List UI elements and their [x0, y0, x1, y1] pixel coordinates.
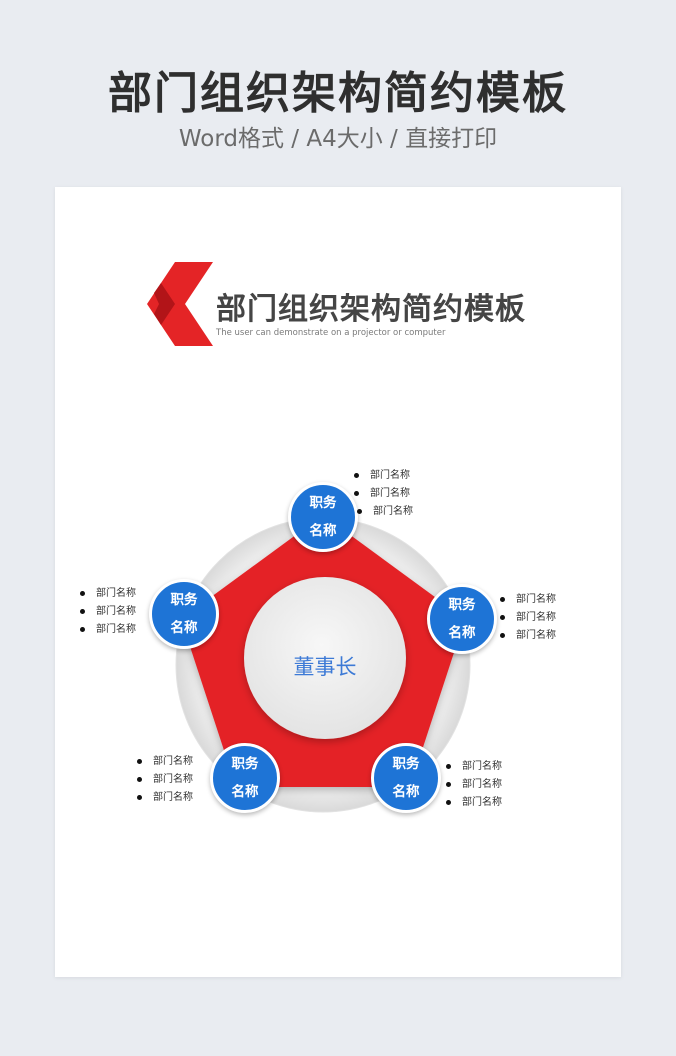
role-node-right: 职务 名称 [427, 584, 497, 654]
department-list-right: 部门名称 部门名称 部门名称 [500, 591, 556, 645]
document-title: 部门组织架构简约模板 [216, 292, 526, 327]
department-list-bottom-left: 部门名称 部门名称 部门名称 [137, 753, 193, 807]
department-item: 部门名称 [137, 771, 193, 789]
role-title: 职务 [231, 756, 259, 772]
role-node-top: 职务 名称 [288, 482, 358, 552]
department-item: 部门名称 [500, 609, 556, 627]
department-item: 部门名称 [446, 758, 502, 776]
role-node-bottom-right: 职务 名称 [371, 743, 441, 813]
department-item: 部门名称 [137, 789, 193, 807]
department-list-top: 部门名称 部门名称 部门名称 [354, 467, 413, 521]
role-name: 名称 [309, 523, 337, 539]
role-name: 名称 [448, 625, 476, 641]
department-item: 部门名称 [500, 627, 556, 645]
role-title: 职务 [392, 756, 420, 772]
department-item: 部门名称 [446, 776, 502, 794]
role-name: 名称 [392, 784, 420, 800]
role-title: 职务 [448, 597, 476, 613]
role-node-bottom-left: 职务 名称 [210, 743, 280, 813]
department-item: 部门名称 [357, 503, 413, 521]
department-item: 部门名称 [500, 591, 556, 609]
logo-chevron-icon [147, 262, 213, 346]
center-circle [244, 577, 406, 739]
department-item: 部门名称 [446, 794, 502, 812]
role-name: 名称 [170, 620, 198, 636]
center-role-label: 董事长 [293, 655, 357, 679]
department-item: 部门名称 [354, 485, 413, 503]
department-item: 部门名称 [80, 603, 136, 621]
department-item: 部门名称 [354, 467, 413, 485]
role-node-left: 职务 名称 [149, 579, 219, 649]
document-page: 部门组织架构简约模板 The user can demonstrate on a… [55, 187, 621, 977]
department-item: 部门名称 [137, 753, 193, 771]
department-item: 部门名称 [80, 621, 136, 639]
department-item: 部门名称 [80, 585, 136, 603]
department-list-left: 部门名称 部门名称 部门名称 [80, 585, 136, 639]
role-name: 名称 [231, 784, 259, 800]
role-title: 职务 [170, 592, 198, 608]
banner-title: 部门组织架构简约模板 [108, 68, 568, 119]
banner-subtitle: Word格式 / A4大小 / 直接打印 [178, 126, 498, 152]
role-title: 职务 [309, 495, 337, 511]
department-list-bottom-right: 部门名称 部门名称 部门名称 [446, 758, 502, 812]
document-subtitle: The user can demonstrate on a projector … [216, 328, 446, 338]
org-chart-diagram [175, 515, 471, 813]
